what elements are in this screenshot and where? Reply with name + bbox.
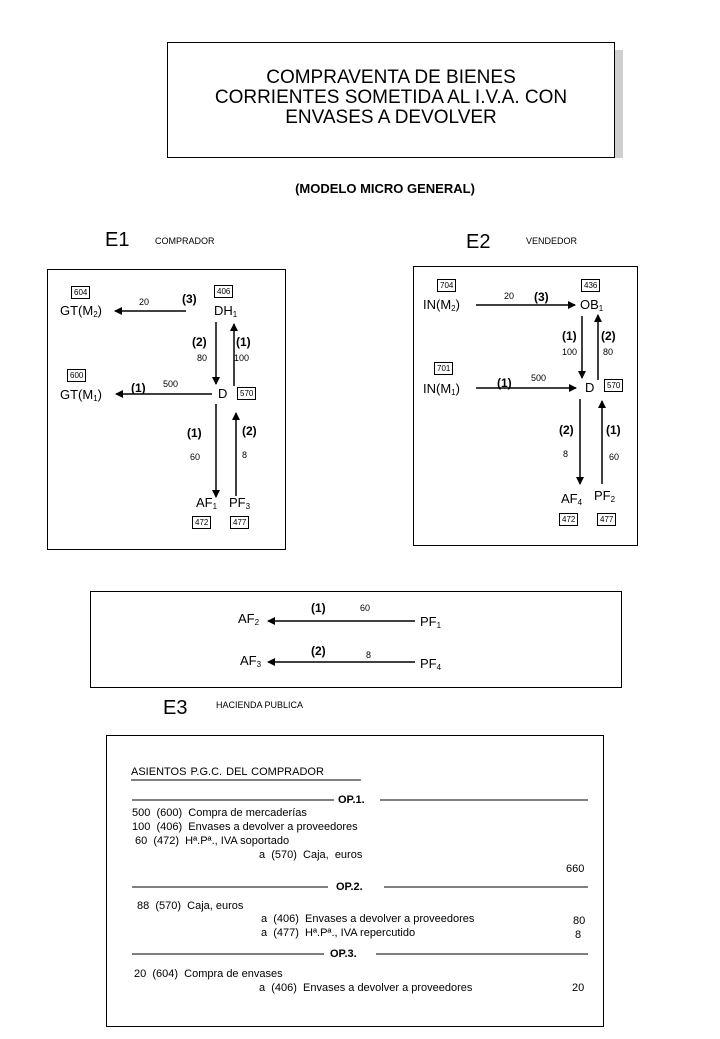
e1-node-dh1: DH1 bbox=[214, 303, 238, 319]
title-line-2: CORRIENTES SOMETIDA AL I.V.A. CON bbox=[214, 87, 568, 108]
title-box: COMPRAVENTA DE BIENES CORRIENTES SOMETID… bbox=[167, 42, 615, 158]
e2-node-pf2: PF2 bbox=[594, 488, 616, 504]
e1-flow-3-num: (3) bbox=[182, 292, 197, 306]
e1-code-406: 406 bbox=[214, 285, 234, 298]
e1-node-pf3: PF3 bbox=[229, 495, 251, 511]
e1-code-472: 472 bbox=[192, 516, 212, 529]
e2-flow-3-num: (3) bbox=[534, 290, 549, 304]
e1-code-604: 604 bbox=[71, 286, 91, 299]
e2-code-704: 704 bbox=[437, 279, 457, 292]
e2-flow-2b-val: 8 bbox=[563, 449, 569, 459]
title-text: COMPRAVENTA DE BIENES CORRIENTES SOMETID… bbox=[168, 68, 614, 128]
op2-line3: a (477) Hª.Pª., IVA repercutido bbox=[261, 927, 416, 939]
op2-line2-val: 80 bbox=[573, 915, 586, 927]
e2-flow-1b-val: 500 bbox=[531, 373, 547, 383]
e1-node-d: D bbox=[218, 386, 228, 401]
e3-flow-1-val: 60 bbox=[360, 603, 371, 613]
op3-line2: a (406) Envases a devolver a proveedores bbox=[259, 982, 473, 994]
op3-label: OP.3. bbox=[330, 948, 357, 960]
e2-label: E2 bbox=[466, 231, 491, 253]
op1-line2: 100 (406) Envases a devolver a proveedor… bbox=[132, 821, 358, 833]
e1-flow-1b-val: 500 bbox=[163, 379, 179, 389]
e2-flow-1c-val: 60 bbox=[609, 452, 620, 462]
e3-node-af3: AF3 bbox=[240, 653, 262, 669]
e1-flow-1a-num: (1) bbox=[236, 335, 251, 349]
e3-node-af2: AF2 bbox=[238, 611, 260, 627]
e1-code-570: 570 bbox=[237, 387, 257, 400]
title-line-3: ENVASES A DEVOLVER bbox=[285, 107, 497, 128]
e2-node-d: D bbox=[585, 380, 595, 395]
op1-line3: 60 (472) Hª.Pª., IVA soportado bbox=[135, 835, 290, 847]
e3-flow-2-num: (2) bbox=[311, 644, 326, 658]
op1-line4: a (570) Caja, euros bbox=[259, 849, 363, 861]
e1-flow-2a-num: (2) bbox=[192, 335, 207, 349]
op1-label: OP.1. bbox=[338, 794, 365, 806]
op2-label: OP.2. bbox=[336, 881, 363, 893]
e2-flow-1a-val: 100 bbox=[562, 347, 578, 357]
e3-node-pf4: PF4 bbox=[420, 656, 442, 672]
e1-code-600: 600 bbox=[67, 369, 87, 382]
e1-flow-2a-val: 80 bbox=[197, 353, 208, 363]
op3-line1: 20 (604) Compra de envases bbox=[134, 968, 283, 980]
e1-node-af1: AF1 bbox=[196, 495, 218, 511]
op2-line2: a (406) Envases a devolver a proveedores bbox=[261, 913, 475, 925]
op2-line1: 88 (570) Caja, euros bbox=[137, 900, 244, 912]
e1-flow-1b-num: (1) bbox=[131, 381, 146, 395]
subtitle: (MODELO MICRO GENERAL) bbox=[295, 181, 475, 196]
e3-flow-1-num: (1) bbox=[311, 601, 326, 615]
e2-node-af4: AF4 bbox=[561, 491, 583, 507]
e2-caption: VENDEDOR bbox=[526, 236, 578, 246]
ledger-heading: ASIENTOS P.G.C. DEL COMPRADOR bbox=[131, 766, 324, 778]
e1-flow-1c-num: (1) bbox=[187, 426, 202, 440]
op1-total: 660 bbox=[566, 863, 585, 875]
e1-node-gtm1: GT(M1) bbox=[60, 387, 103, 403]
op2-line3-val: 8 bbox=[575, 929, 582, 941]
e2-flow-1c-num: (1) bbox=[606, 423, 621, 437]
e1-flow-3-val: 20 bbox=[139, 297, 150, 307]
e3-caption: HACIENDA PUBLICA bbox=[216, 700, 304, 710]
e3-flow-2-val: 8 bbox=[366, 650, 372, 660]
op1-line1: 500 (600) Compra de mercaderías bbox=[132, 807, 307, 819]
e2-code-570: 570 bbox=[604, 379, 624, 392]
e1-caption: COMPRADOR bbox=[155, 236, 215, 246]
e1-flow-2b-num: (2) bbox=[242, 424, 257, 438]
e2-code-701: 701 bbox=[434, 362, 454, 375]
e3-label: E3 bbox=[163, 697, 188, 719]
op3-line2-val: 20 bbox=[572, 982, 585, 994]
e3-box bbox=[90, 591, 622, 688]
e2-code-436: 436 bbox=[581, 279, 601, 292]
e2-code-477: 477 bbox=[597, 513, 617, 526]
e3-node-pf1: PF1 bbox=[420, 614, 442, 630]
e2-code-472: 472 bbox=[559, 513, 579, 526]
title-line-1: COMPRAVENTA DE BIENES bbox=[266, 67, 516, 88]
e2-node-inm2: IN(M2) bbox=[423, 297, 460, 313]
e2-flow-1a-num: (1) bbox=[562, 329, 577, 343]
e1-code-477: 477 bbox=[230, 516, 250, 529]
e1-flow-2b-val: 8 bbox=[242, 450, 248, 460]
e1-label: E1 bbox=[105, 229, 130, 251]
e2-flow-2a-num: (2) bbox=[601, 329, 616, 343]
e2-flow-1b-num: (1) bbox=[497, 376, 512, 390]
e2-flow-2a-val: 80 bbox=[603, 347, 614, 357]
ledger-box bbox=[106, 735, 604, 1027]
e1-box bbox=[47, 269, 286, 550]
e1-flow-1c-val: 60 bbox=[190, 452, 201, 462]
e2-flow-3-val: 20 bbox=[504, 291, 515, 301]
e1-flow-1a-val: 100 bbox=[234, 353, 250, 363]
e2-node-inm1: IN(M1) bbox=[423, 381, 460, 397]
e1-node-gtm2: GT(M2) bbox=[60, 303, 103, 319]
e2-flow-2b-num: (2) bbox=[559, 423, 574, 437]
e2-node-ob1: OB1 bbox=[580, 297, 604, 313]
